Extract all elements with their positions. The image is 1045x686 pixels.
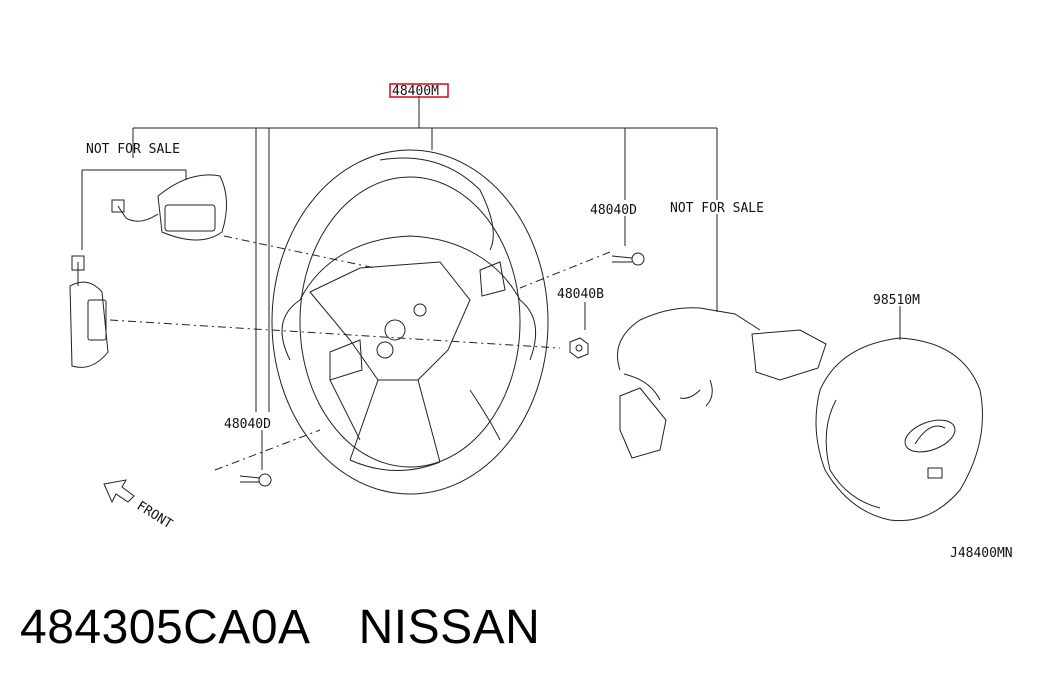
bolt-lower-icon bbox=[239, 473, 272, 487]
leader-lines bbox=[81, 96, 901, 470]
nut-icon bbox=[569, 337, 589, 359]
airbag-label[interactable]: 98510M bbox=[873, 293, 920, 308]
not-for-sale-label-right: NOT FOR SALE bbox=[670, 201, 764, 216]
airbag-module bbox=[815, 337, 983, 522]
footer-caption: 484305CA0A NISSAN bbox=[20, 596, 540, 660]
brand-name: NISSAN bbox=[358, 601, 541, 654]
right-switch-assembly bbox=[617, 307, 827, 459]
part-highlight-box bbox=[389, 83, 449, 98]
bolt-lower-label[interactable]: 48040D bbox=[224, 417, 271, 432]
diagram-code-label: J48400MN bbox=[950, 546, 1013, 561]
bolt-upper-icon bbox=[611, 252, 645, 266]
nut-label[interactable]: 48040B bbox=[557, 287, 604, 302]
steering-wheel bbox=[271, 149, 549, 495]
bolt-upper-label[interactable]: 48040D bbox=[590, 203, 637, 218]
not-for-sale-label-left: NOT FOR SALE bbox=[86, 142, 180, 157]
dashed-assembly-lines bbox=[109, 235, 611, 471]
part-number: 484305CA0A bbox=[20, 601, 311, 654]
front-label: FRONT bbox=[134, 499, 175, 533]
left-switch-assembly bbox=[69, 174, 227, 368]
main-part-label[interactable]: 48400M bbox=[392, 84, 439, 99]
front-arrow-icon bbox=[103, 479, 135, 504]
